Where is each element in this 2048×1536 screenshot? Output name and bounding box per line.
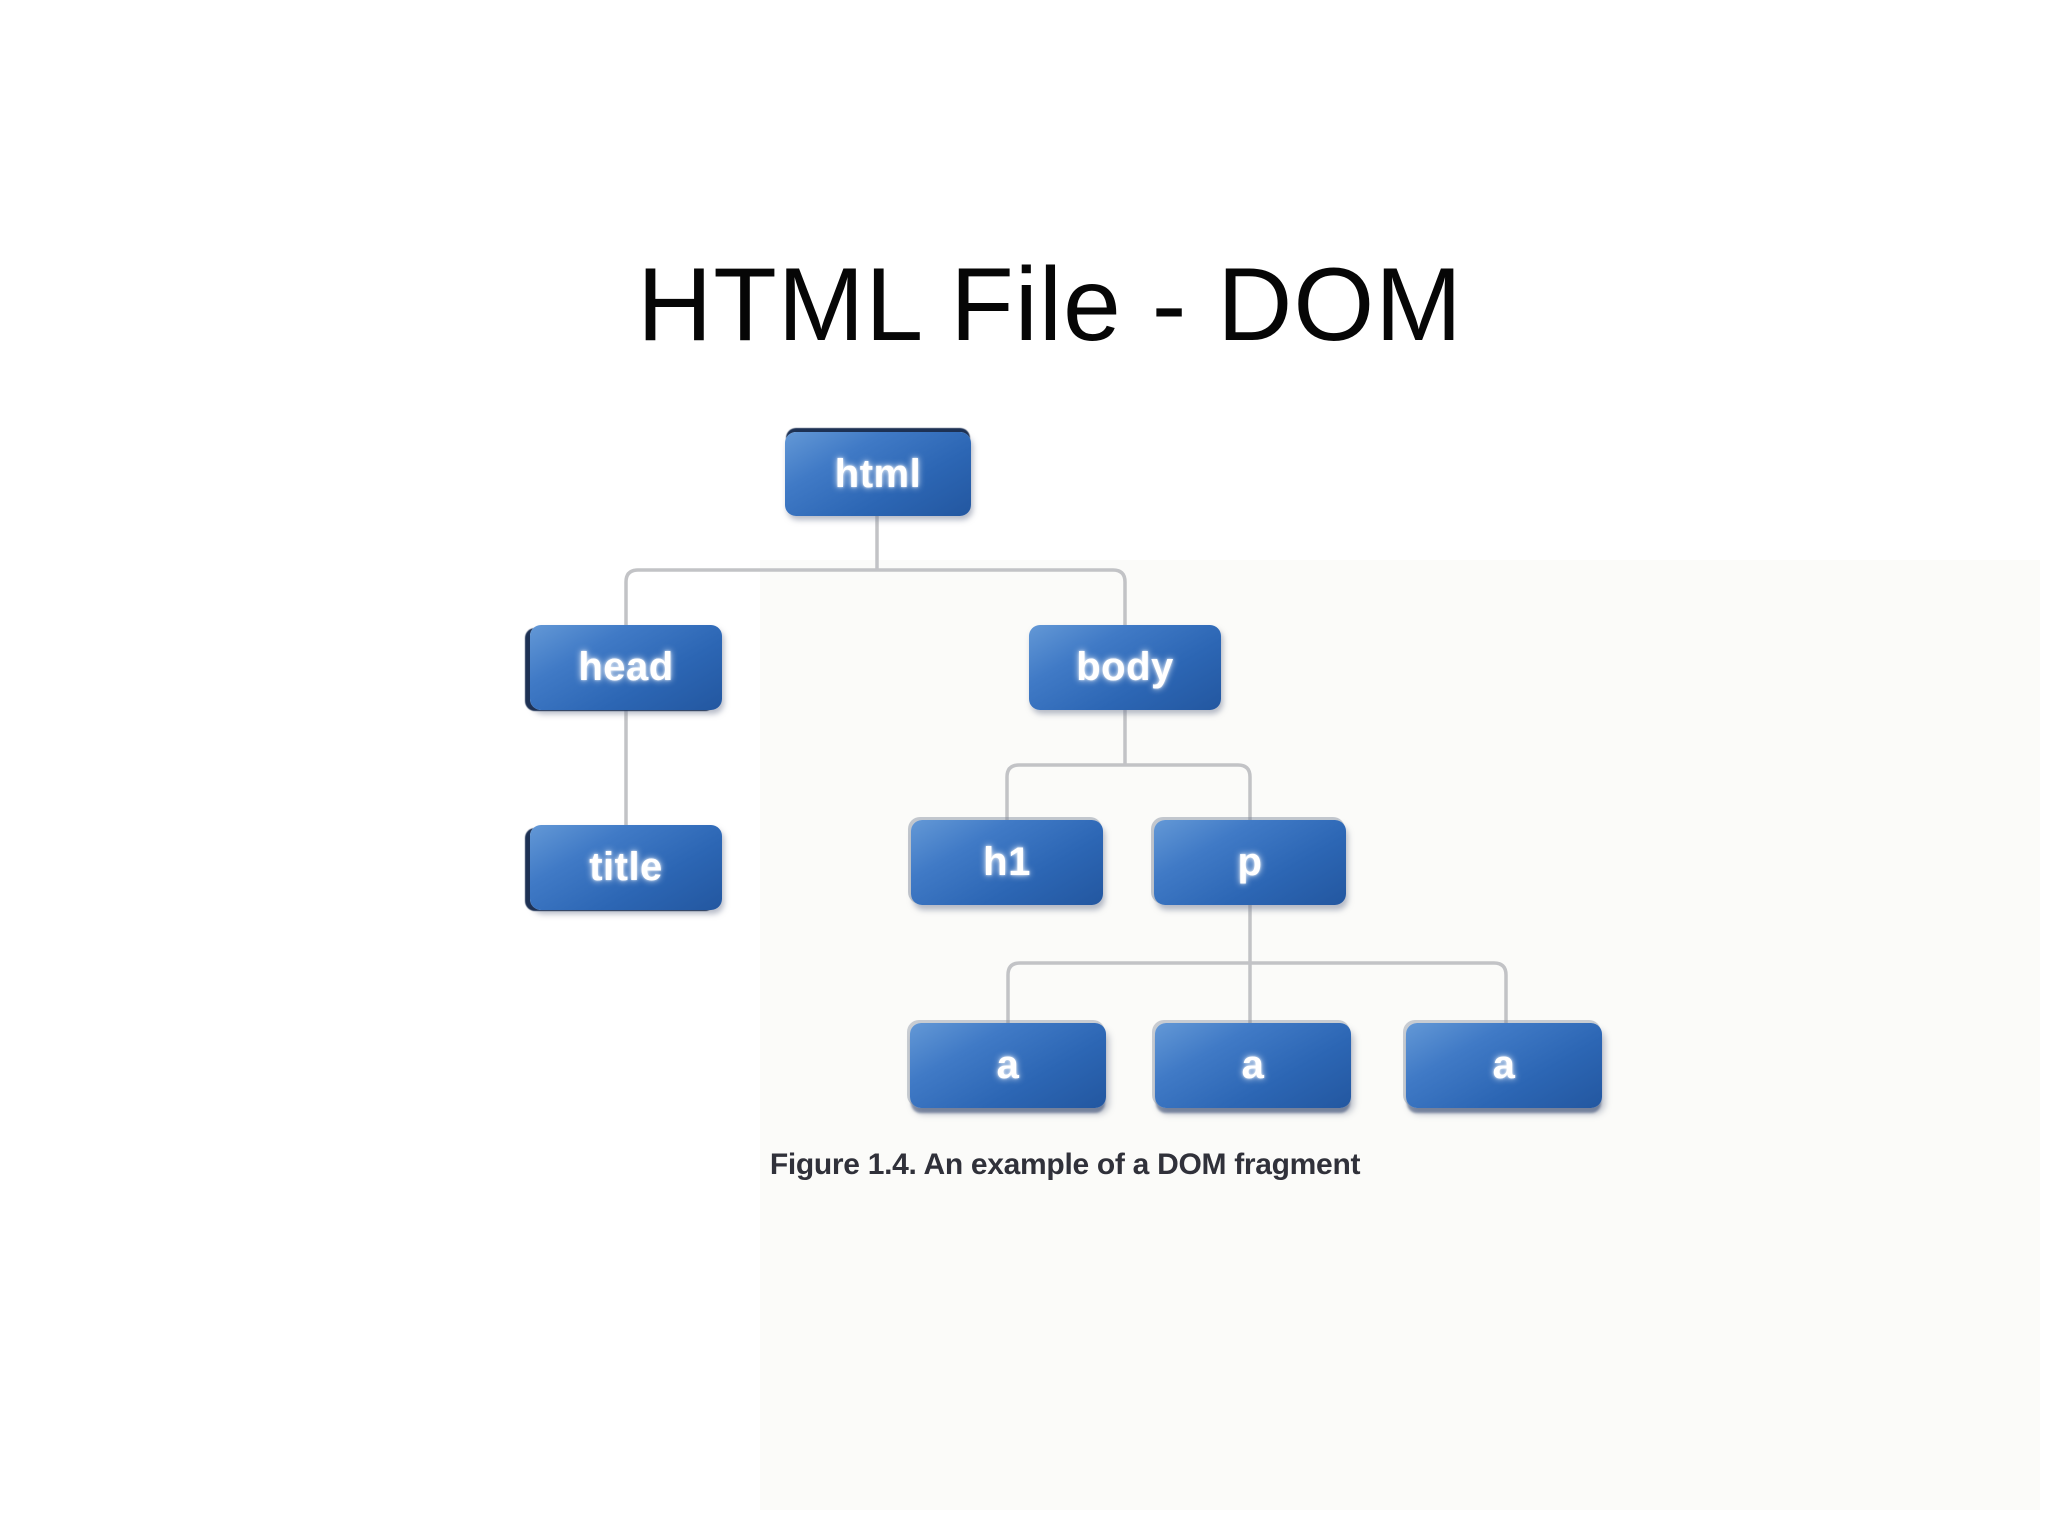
dom-node-a-2: a [1155,1023,1351,1108]
dom-node-h1: h1 [911,820,1103,905]
dom-node-a-2-label: a [1241,1043,1265,1087]
dom-node-title-label: title [589,845,663,889]
dom-node-html: html [785,432,971,516]
dom-node-body: body [1029,625,1221,710]
dom-node-title: title [530,825,722,910]
dom-node-p-label: p [1237,840,1263,884]
dom-node-html-label: html [834,451,922,496]
dom-node-a-3: a [1406,1023,1602,1108]
edge-body-to-h1-p [1005,763,1252,820]
dom-node-a-3-label: a [1492,1043,1516,1087]
figure-caption: Figure 1.4. An example of a DOM fragment [769,1148,1361,1181]
slide-title: HTML File - DOM [637,246,1463,363]
dom-node-a-1-label: a [996,1043,1020,1087]
dom-node-a-1: a [910,1023,1106,1108]
dom-node-p: p [1154,820,1346,905]
edge-html-to-head-body [624,568,1127,625]
edge-p-to-a1-a3 [1006,961,1508,1023]
dom-node-h1-label: h1 [983,840,1031,884]
dom-node-head-label: head [578,645,674,689]
dom-node-head: head [530,625,722,710]
dom-node-body-label: body [1076,645,1174,689]
